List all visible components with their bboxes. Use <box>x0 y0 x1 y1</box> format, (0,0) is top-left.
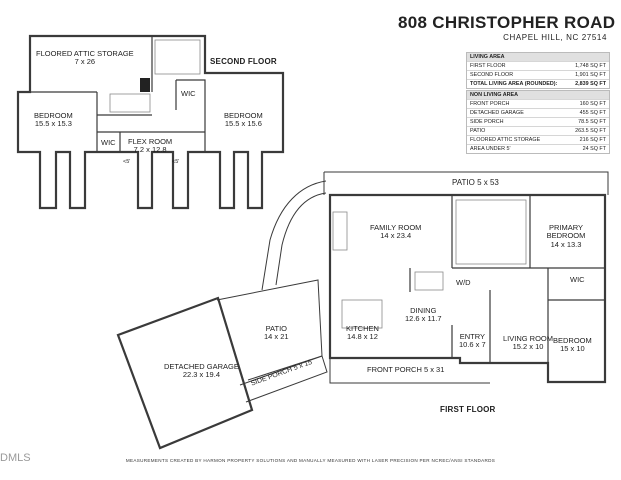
area-under-5-a: <5' <box>123 159 131 165</box>
second-floor-interior-walls <box>30 36 206 152</box>
room-wd: W/D <box>456 278 471 287</box>
side-porch-outline <box>239 355 328 403</box>
room-living: LIVING ROOM 15.2 x 10 <box>503 334 554 352</box>
patio-top-outline <box>323 171 609 195</box>
front-porch-outline <box>329 358 490 384</box>
room-detached-garage: DETACHED GARAGE 22.3 x 19.4 <box>164 362 239 380</box>
first-floor-stairs <box>414 271 444 291</box>
room-patio-top: PATIO 5 x 53 <box>452 178 499 187</box>
room-family: FAMILY ROOM 14 x 23.4 <box>370 223 422 241</box>
kitchen-island <box>341 299 383 329</box>
walkway-curve <box>261 180 327 291</box>
room-wic-top: WIC <box>181 89 196 98</box>
room-primary-bedroom: PRIMARY BEDROOM 14 x 13.3 <box>546 223 586 249</box>
chimney-block <box>140 78 150 92</box>
second-floor-title: SECOND FLOOR <box>210 57 277 66</box>
room-wic-first: WIC <box>570 275 585 284</box>
mls-watermark: DMLS <box>0 452 31 464</box>
first-floor-title: FIRST FLOOR <box>440 405 496 414</box>
side-patio-outline <box>216 279 323 381</box>
room-bedroom-right: BEDROOM 15.5 x 15.6 <box>224 111 263 129</box>
second-floor-bath-fixtures <box>154 39 201 75</box>
table-row-total: TOTAL LIVING AREA (ROUNDED):2,839 SQ FT <box>467 79 609 88</box>
room-wic-left: WIC <box>101 138 116 147</box>
garage-outline <box>116 296 254 450</box>
first-floor-interior-walls <box>409 195 605 382</box>
property-city: CHAPEL HILL, NC 27514 <box>503 33 607 42</box>
room-attic-storage: FLOORED ATTIC STORAGE 7 x 26 <box>36 49 134 67</box>
second-floor-stairs <box>109 93 151 113</box>
room-flex: FLEX ROOM 7.2 x 12.8 <box>128 137 173 155</box>
living-area-title: LIVING AREA <box>467 53 609 61</box>
room-patio-side: PATIO 14 x 21 <box>264 324 289 342</box>
property-address: 808 CHRISTOPHER ROAD <box>398 13 616 32</box>
room-entry: ENTRY 10.6 x 7 <box>459 332 486 350</box>
non-living-area-title: NON LIVING AREA <box>467 91 609 99</box>
room-bedroom-first: BEDROOM 15 x 10 <box>553 336 592 354</box>
fireplace <box>332 211 348 251</box>
second-floor-outline <box>16 34 285 210</box>
table-row: AREA UNDER 5'24 SQ FT <box>467 144 609 153</box>
primary-bath-fixtures <box>455 199 527 265</box>
room-kitchen: KITCHEN 14.8 x 12 <box>346 324 379 342</box>
measurement-footnote: MEASUREMENTS CREATED BY HARMON PROPERTY … <box>125 458 496 463</box>
room-bedroom-left: BEDROOM 15.5 x 15.3 <box>34 111 73 129</box>
room-front-porch: FRONT PORCH 5 x 31 <box>367 365 445 374</box>
area-under-5-b: <5' <box>172 159 180 165</box>
room-dining: DINING 12.6 x 11.7 <box>405 306 442 324</box>
